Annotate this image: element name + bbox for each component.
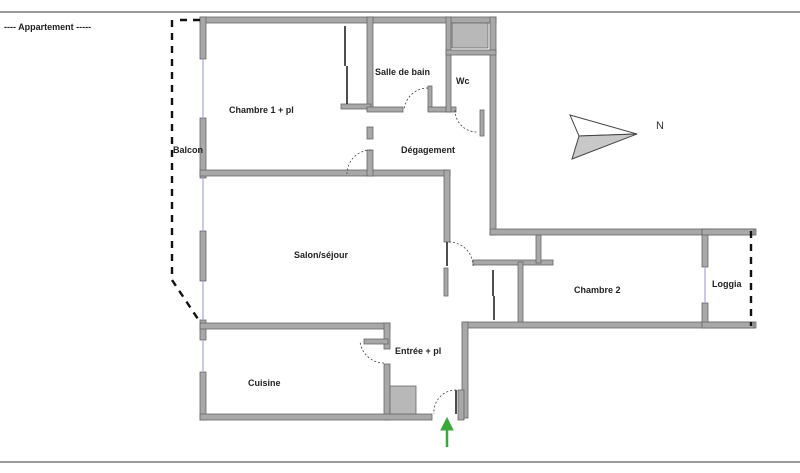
room-label-chambre2: Chambre 2 — [574, 285, 621, 295]
top-divider — [0, 11, 800, 13]
room-label-chambre1: Chambre 1 + pl — [229, 105, 294, 115]
legend-appartement: ---- Appartement ----- — [4, 22, 92, 32]
room-label-salon: Salon/séjour — [294, 250, 349, 260]
room-label-balcon: Balcon — [173, 145, 204, 155]
bottom-divider — [0, 461, 800, 463]
room-label-degagement: Dégagement — [401, 145, 456, 155]
room-label-wc: Wc — [456, 76, 470, 86]
compass-icon — [569, 114, 638, 160]
room-label-entree: Entrée + pl — [395, 346, 442, 356]
entry-arrow-icon — [440, 416, 454, 447]
north-label: N — [656, 120, 664, 132]
room-label-salle-de-bain: Salle de bain — [375, 67, 431, 77]
room-label-loggia: Loggia — [712, 279, 742, 289]
wc-shaft — [451, 22, 489, 49]
kitchen-shaft — [389, 385, 417, 415]
walls — [199, 16, 757, 421]
room-label-cuisine: Cuisine — [248, 378, 281, 388]
